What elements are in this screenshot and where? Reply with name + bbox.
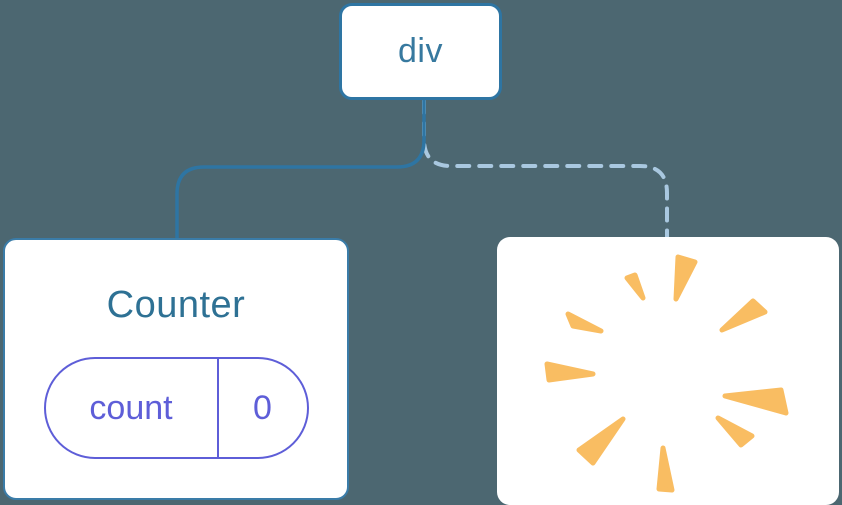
root-node-div: div [339,3,502,100]
state-key: count [89,388,173,427]
dashed-link [422,99,669,240]
counter-node-card: Counter count 0 [3,238,349,500]
removed-node-card [497,237,839,505]
root-node-label: div [398,32,443,70]
state-pill: count 0 [43,357,309,459]
solid-link [175,100,426,240]
counter-title: Counter [106,284,246,326]
poof-burst-icon [544,254,789,493]
state-value: 0 [216,359,307,457]
